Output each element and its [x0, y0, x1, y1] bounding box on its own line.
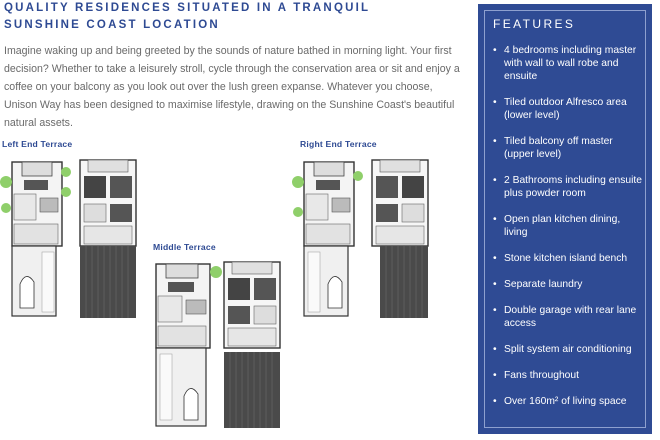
feature-item: Tiled balcony off master (upper level)	[493, 135, 643, 161]
floor-plan-middle	[155, 261, 281, 428]
features-panel-border	[484, 10, 646, 428]
floor-plan-lower-level	[0, 161, 71, 317]
plan-label-left-end: Left End Terrace	[2, 139, 73, 149]
floor-plan-lower-level	[155, 263, 222, 427]
plan-label-right-end: Right End Terrace	[300, 139, 377, 149]
features-title: FEATURES	[493, 17, 576, 31]
feature-item: Fans throughout	[493, 369, 643, 382]
feature-item: Split system air conditioning	[493, 343, 643, 356]
heading-line-2: SUNSHINE COAST LOCATION	[4, 19, 220, 31]
feature-item: Open plan kitchen dining, living	[493, 213, 643, 239]
intro-paragraph: Imagine waking up and being greeted by t…	[4, 45, 460, 129]
floor-plan-upper-level	[371, 159, 429, 318]
feature-item: 2 Bathrooms including ensuite plus powde…	[493, 174, 643, 200]
plan-label-middle: Middle Terrace	[153, 242, 216, 252]
floor-plan-right-end	[292, 159, 429, 318]
floor-plan-upper-level	[79, 159, 137, 318]
floor-plan-upper-level	[223, 261, 281, 428]
features-list: 4 bedrooms including master with wall to…	[493, 44, 643, 421]
floor-plan-lower-level	[292, 161, 363, 317]
feature-item: Separate laundry	[493, 278, 643, 291]
floor-plan-left-end	[0, 159, 137, 318]
heading-line-1: QUALITY RESIDENCES SITUATED IN A TRANQUI…	[4, 2, 371, 14]
feature-item: Tiled outdoor Alfresco area (lower level…	[493, 96, 643, 122]
page-heading: QUALITY RESIDENCES SITUATED IN A TRANQUI…	[4, 0, 464, 34]
feature-item: Stone kitchen island bench	[493, 252, 643, 265]
features-panel: FEATURES 4 bedrooms including master wit…	[478, 4, 652, 434]
feature-item: Over 160m² of living space	[493, 395, 643, 408]
feature-item: Double garage with rear lane access	[493, 304, 643, 330]
feature-item: 4 bedrooms including master with wall to…	[493, 44, 643, 83]
